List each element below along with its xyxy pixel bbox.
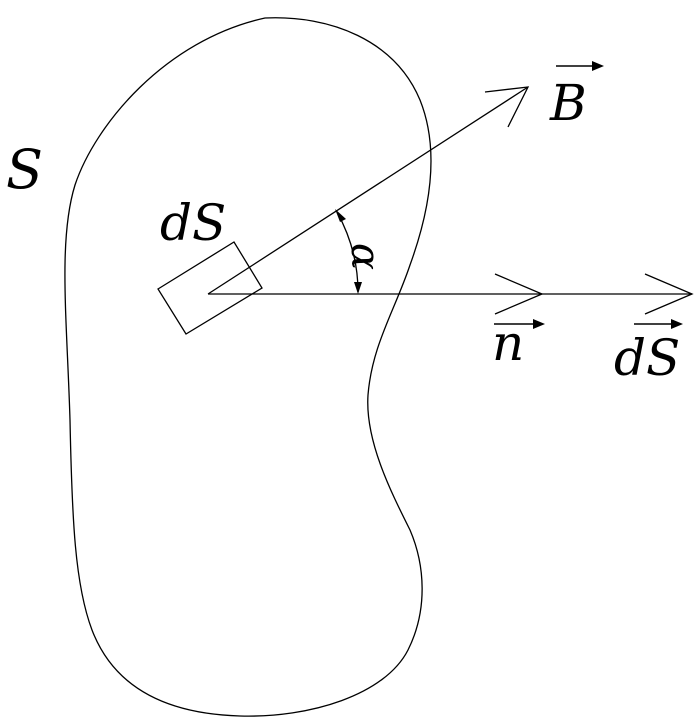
area-vector-label: dS (614, 329, 680, 387)
surface-outline (64, 17, 432, 717)
surface-element-rect (157, 241, 263, 335)
field-vector-line (207, 86, 529, 295)
normal-vector-arrowhead (494, 273, 544, 315)
surface-label: S (6, 138, 43, 201)
angle-arc-arrow-top (335, 209, 346, 222)
area-vector-arrowhead (644, 273, 694, 315)
element-label: dS (160, 194, 226, 252)
field-label-arrow-icon (556, 61, 604, 71)
field-vector-arrowhead (484, 86, 530, 128)
field-label: B (549, 74, 587, 132)
normal-label-arrow-icon (494, 319, 545, 329)
normal-label: n (492, 314, 524, 372)
angle-arc-arrow-bottom (354, 282, 362, 294)
angle-label: α (342, 243, 388, 270)
area-vector-label-arrow-icon (634, 319, 683, 329)
